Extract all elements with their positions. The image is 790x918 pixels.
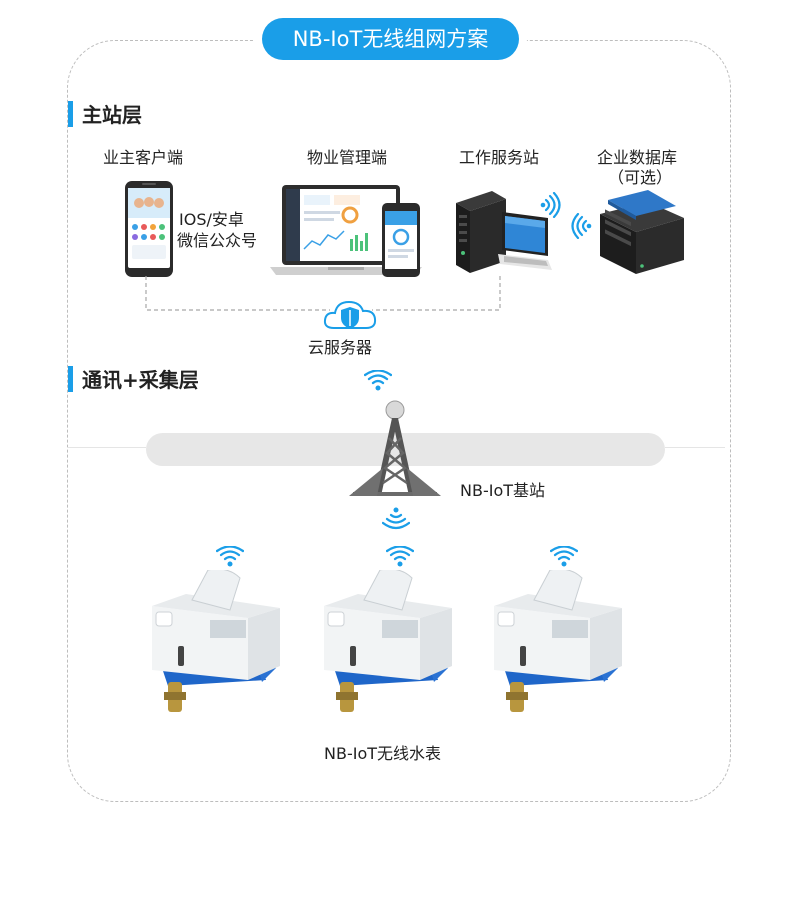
layer-marker	[68, 365, 73, 392]
cloud-label: 云服务器	[308, 338, 373, 357]
owner-sub-wechat: 微信公众号	[177, 231, 258, 250]
wifi-icon	[216, 546, 244, 567]
layer-label-master: 主站层	[82, 103, 142, 127]
wifi-icon	[364, 370, 392, 391]
cloud-shield-icon	[323, 300, 377, 329]
water-meter	[324, 570, 452, 712]
database-label: 企业数据库	[597, 148, 678, 167]
band-line	[67, 447, 146, 448]
database-note: （可选）	[608, 168, 673, 187]
owner-sub-ios: IOS/安卓	[179, 210, 244, 229]
layer-heading-master: 主站层	[68, 99, 142, 128]
server-icon	[456, 191, 506, 273]
band-line	[665, 447, 725, 448]
layer-marker	[68, 100, 73, 127]
layer-heading-comm: 通讯+采集层	[68, 364, 199, 393]
wifi-icon	[550, 546, 578, 567]
wifi-icon	[540, 192, 561, 218]
property-label: 物业管理端	[307, 148, 388, 167]
wifi-icon	[386, 546, 414, 567]
database-icon	[600, 190, 684, 274]
owner-client-label: 业主客户端	[103, 148, 184, 167]
water-meters-label: NB-IoT无线水表	[324, 744, 442, 763]
laptop-icon	[498, 212, 552, 270]
monitor-icon	[270, 185, 422, 277]
layer-label-comm: 通讯+采集层	[82, 368, 199, 392]
antenna-tower-icon	[349, 400, 441, 496]
workstation-label: 工作服务站	[459, 148, 540, 167]
wifi-icon	[382, 507, 410, 530]
water-meter	[494, 570, 622, 712]
diagram-title: NB-IoT无线组网方案	[262, 18, 519, 60]
wifi-icon	[571, 213, 592, 239]
base-station-label: NB-IoT基站	[460, 481, 546, 500]
phone-icon	[125, 181, 173, 277]
water-meter	[152, 570, 280, 712]
cloud-connector	[145, 276, 501, 311]
